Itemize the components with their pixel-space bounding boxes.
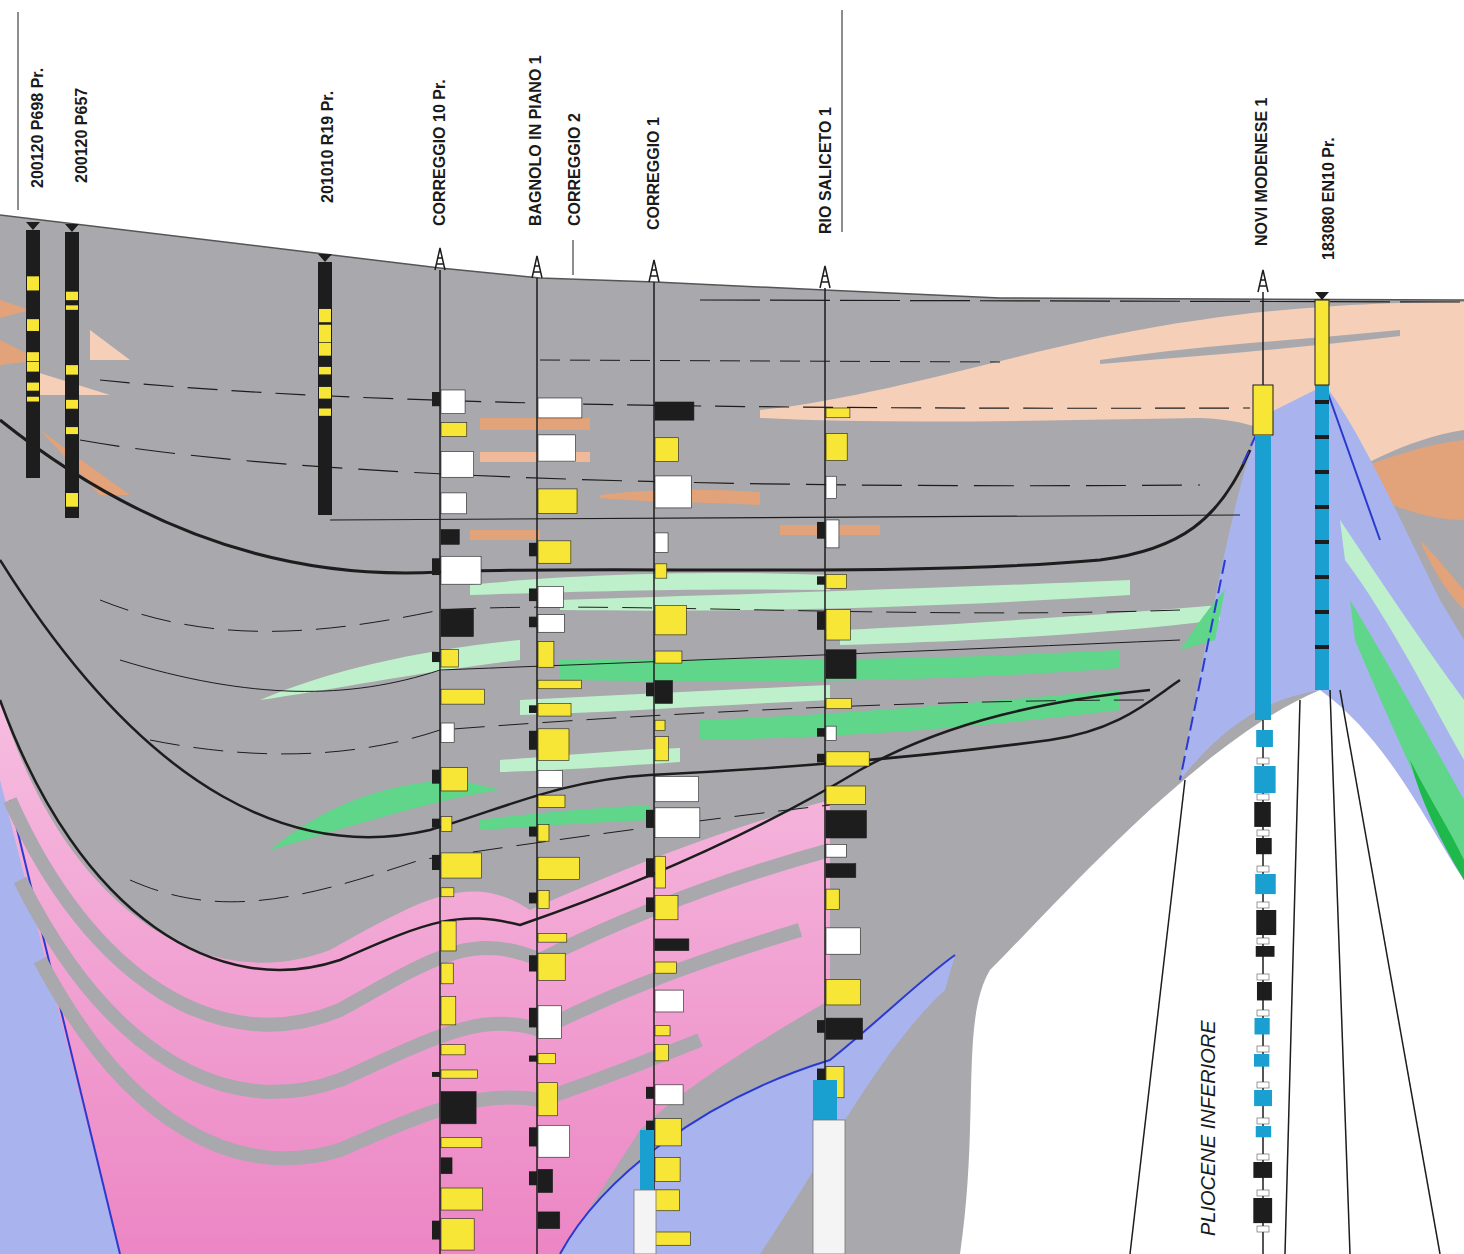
well-name: CORREGGIO 10 Pr.: [430, 77, 450, 228]
well-name: 200120 P657: [72, 86, 92, 185]
well-name: 200120 P698 Pr.: [28, 66, 48, 190]
well-name: NOVI MODENESE 1: [1252, 96, 1272, 248]
well-name: CORREGGIO 2: [565, 111, 585, 228]
well-name: CORREGGIO 1: [644, 115, 664, 232]
well-name: RIO SALICETO 1: [816, 105, 836, 236]
well-name: 201010 R19 Pr.: [318, 89, 338, 205]
well-name: BAGNOLO IN PIANO 1: [526, 53, 546, 228]
age-label: PLIOCENE INFERIORE: [1196, 1018, 1220, 1238]
well-name: 183080 EN10 Pr.: [1319, 135, 1339, 262]
